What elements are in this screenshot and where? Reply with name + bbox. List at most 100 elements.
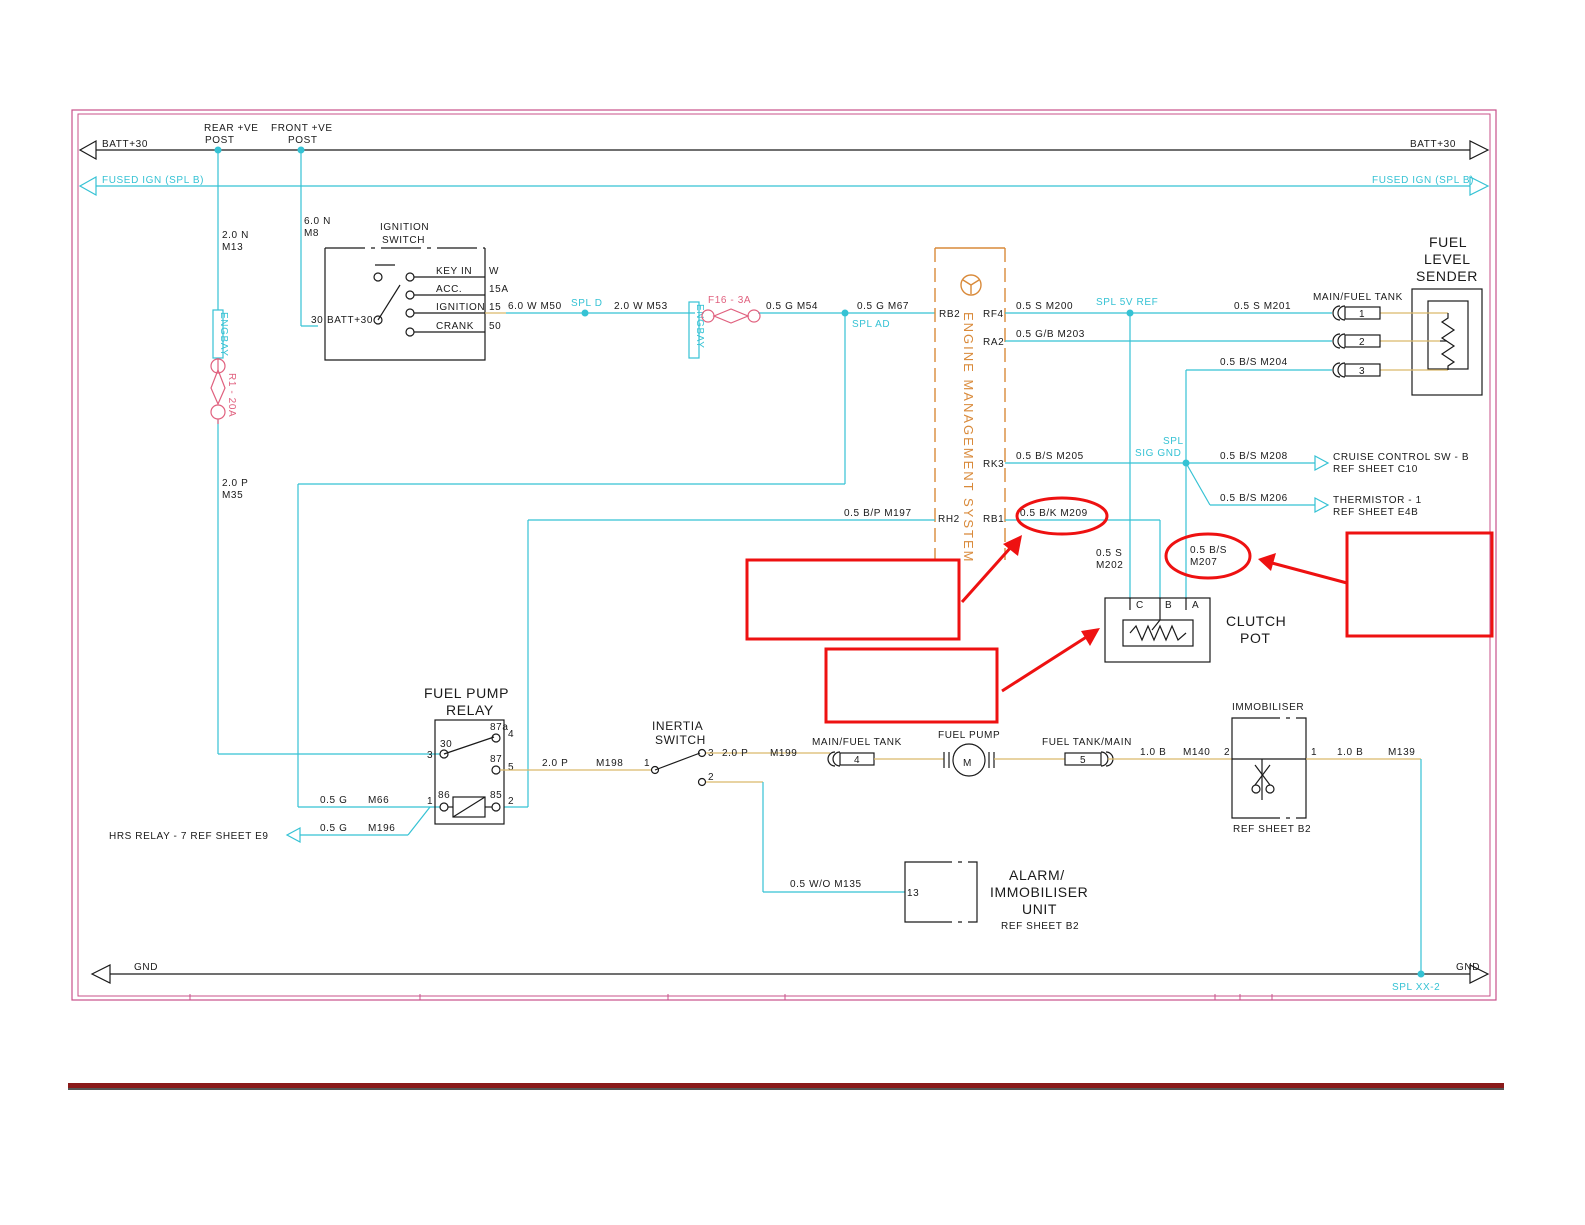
- ems-pin-rh2: RH2: [938, 514, 960, 525]
- wire-m208-label: 0.5 B/S M208: [1220, 451, 1288, 462]
- wire-m53-label: 2.0 W M53: [614, 301, 668, 312]
- wire-m135: [706, 781, 905, 893]
- fuel-level-connector-label: MAIN/FUEL TANK: [1313, 292, 1403, 303]
- gnd-label-left: GND: [134, 962, 158, 973]
- alarm-immobiliser-unit: 13 ALARM/ IMMOBILISER UNIT REF SHEET B2: [904, 861, 1088, 932]
- ref-cruise-control-1: CRUISE CONTROL SW - B: [1333, 452, 1469, 463]
- gnd-rail: GND GND SPL XX-2: [90, 962, 1490, 993]
- clutch-pot: C B A CLUTCH POT: [1104, 597, 1286, 663]
- fused-ign-rail: FUSED IGN (SPL B) FUSED IGN (SPL B): [78, 175, 1490, 197]
- spl-ad-label: SPL AD: [852, 319, 890, 330]
- wire-m196-label-b: M196: [368, 823, 395, 834]
- clutch-pot-pin-a: A: [1192, 600, 1199, 611]
- ignition-pos-key-in: KEY IN: [436, 266, 472, 277]
- ignition-pos-crank: CRANK: [436, 321, 474, 332]
- gnd-splice-label: SPL XX-2: [1392, 982, 1440, 993]
- wire-m13-m35: [217, 150, 440, 755]
- wire-m66-label-a: 0.5 G: [320, 795, 347, 806]
- spl-5v-dot: [1126, 309, 1134, 317]
- gnd-label-right: GND: [1456, 962, 1480, 973]
- fuel-level-pin-2: 2: [1359, 337, 1365, 348]
- arrow-3-shaft: [1271, 561, 1348, 585]
- ignition-switch-title-1: IGNITION: [380, 222, 429, 233]
- sheet-inner-border: [77, 113, 1491, 997]
- clutch-pot-pin-c: C: [1136, 600, 1144, 611]
- inertia-pin-1: 1: [644, 758, 650, 769]
- wire-m202-label-b: M202: [1096, 560, 1123, 571]
- wire-m35-label-b: M35: [222, 490, 243, 501]
- connector-fuel-tank-main-label: FUEL TANK/MAIN: [1042, 737, 1132, 748]
- engine-management-system: ENGINE MANAGEMENT SYSTEM: [934, 247, 1006, 563]
- annotation-box-2[interactable]: [824, 647, 999, 724]
- wire-m202-label-a: 0.5 S: [1096, 548, 1122, 559]
- fuel-pump-motor-icon: [952, 743, 986, 777]
- relay-pin-1: 1: [427, 796, 433, 807]
- connector-main-fuel-pin: 4: [854, 755, 860, 766]
- relay-pin-4: 4: [508, 729, 514, 740]
- ignition-term-w: W: [489, 266, 499, 277]
- connector-fuel-tank-main-pin: 5: [1080, 755, 1086, 766]
- wire-m207-label-a: 0.5 B/S: [1190, 545, 1227, 556]
- wire-m199-label-b: M199: [770, 748, 797, 759]
- wire-m200-m201: [1005, 312, 1332, 598]
- fuse-r1: ENGBAY R1 - 20A: [210, 309, 237, 424]
- arrow-1-head: [1003, 535, 1022, 556]
- ignition-switch-pin-30: 30: [311, 315, 323, 326]
- front-post-label-1: FRONT +VE: [271, 123, 333, 134]
- ref-cruise-control-2: REF SHEET C10: [1333, 464, 1418, 475]
- fuel-level-pin-1: 1: [1359, 309, 1365, 320]
- wire-m199-label-a: 2.0 P: [722, 748, 748, 759]
- clutch-pot-title-1: CLUTCH: [1226, 613, 1286, 629]
- spl-sig-gnd-dot: [1182, 459, 1190, 467]
- immobiliser-title: IMMOBILISER: [1232, 702, 1304, 713]
- inertia-pin-2: 2: [708, 772, 714, 783]
- wire-m140-label-a: 1.0 B: [1140, 747, 1166, 758]
- wire-m13-label-a: 2.0 N: [222, 230, 249, 241]
- wire-m197: [504, 519, 935, 808]
- relay-term-87: 87: [490, 754, 502, 765]
- relay-term-30: 30: [440, 739, 452, 750]
- ref-thermistor-1: THERMISTOR - 1: [1333, 495, 1422, 506]
- fuse-f16: ENGBAY F16 - 3A: [688, 295, 761, 359]
- ignition-pos-ignition: IGNITION: [436, 302, 485, 313]
- wire-m50-label: 6.0 W M50: [508, 301, 562, 312]
- immobiliser: IMMOBILISER 2 1 REF SHEET B2: [1224, 702, 1317, 835]
- wire-m196: [285, 806, 431, 844]
- connector-main-fuel-tank: MAIN/FUEL TANK 4: [812, 737, 902, 767]
- fuel-pump: FUEL PUMP M: [938, 730, 1000, 777]
- ignition-switch-title-2: SWITCH: [382, 235, 425, 246]
- alarm-unit-ref: REF SHEET B2: [1001, 921, 1079, 932]
- wire-m13-label-b: M13: [222, 242, 243, 253]
- connector-main-fuel-label: MAIN/FUEL TANK: [812, 737, 902, 748]
- ref-hrs-relay: HRS RELAY - 7 REF SHEET E9: [109, 831, 269, 842]
- batt-rail-label-left: BATT+30: [102, 139, 148, 150]
- arrow-2-head: [1081, 628, 1100, 646]
- alarm-unit-title-1: ALARM/: [1009, 867, 1065, 883]
- sheet-outer-border: [71, 109, 1497, 1001]
- ref-thermistor-2: REF SHEET E4B: [1333, 507, 1418, 518]
- annotation-box-1[interactable]: [745, 558, 961, 641]
- fused-ign-label-right: FUSED IGN (SPL B): [1372, 175, 1474, 186]
- annotation-box-3[interactable]: [1345, 531, 1494, 638]
- clutch-pot-title-2: POT: [1240, 630, 1271, 646]
- wire-spl-ad-m66: [297, 313, 846, 808]
- immobiliser-pin-1: 1: [1311, 747, 1317, 758]
- alarm-unit-pin-13: 13: [907, 888, 919, 899]
- arrow-3-head: [1258, 553, 1276, 571]
- wire-m198-label-a: 2.0 P: [542, 758, 568, 769]
- relay-pin-2: 2: [508, 796, 514, 807]
- wire-m140-label-b: M140: [1183, 747, 1210, 758]
- fuse-f16-holder-label: ENGBAY: [694, 304, 705, 349]
- fuse-r1-holder-label: ENGBAY: [218, 312, 229, 357]
- fuel-pump-relay-title-2: RELAY: [446, 702, 494, 718]
- batt-rail-label-right: BATT+30: [1410, 139, 1456, 150]
- ems-pin-rf4: RF4: [983, 309, 1004, 320]
- connector-fuel-tank-main: FUEL TANK/MAIN 5: [1042, 737, 1132, 767]
- wire-m204-label: 0.5 B/S M204: [1220, 357, 1288, 368]
- batt-rail: BATT+30 BATT+30: [78, 139, 1490, 161]
- wire-m201-label: 0.5 S M201: [1234, 301, 1291, 312]
- rear-post-label-1: REAR +VE: [204, 123, 259, 134]
- ignition-term-15: 15: [489, 302, 501, 313]
- inertia-switch-title-2: SWITCH: [655, 733, 706, 747]
